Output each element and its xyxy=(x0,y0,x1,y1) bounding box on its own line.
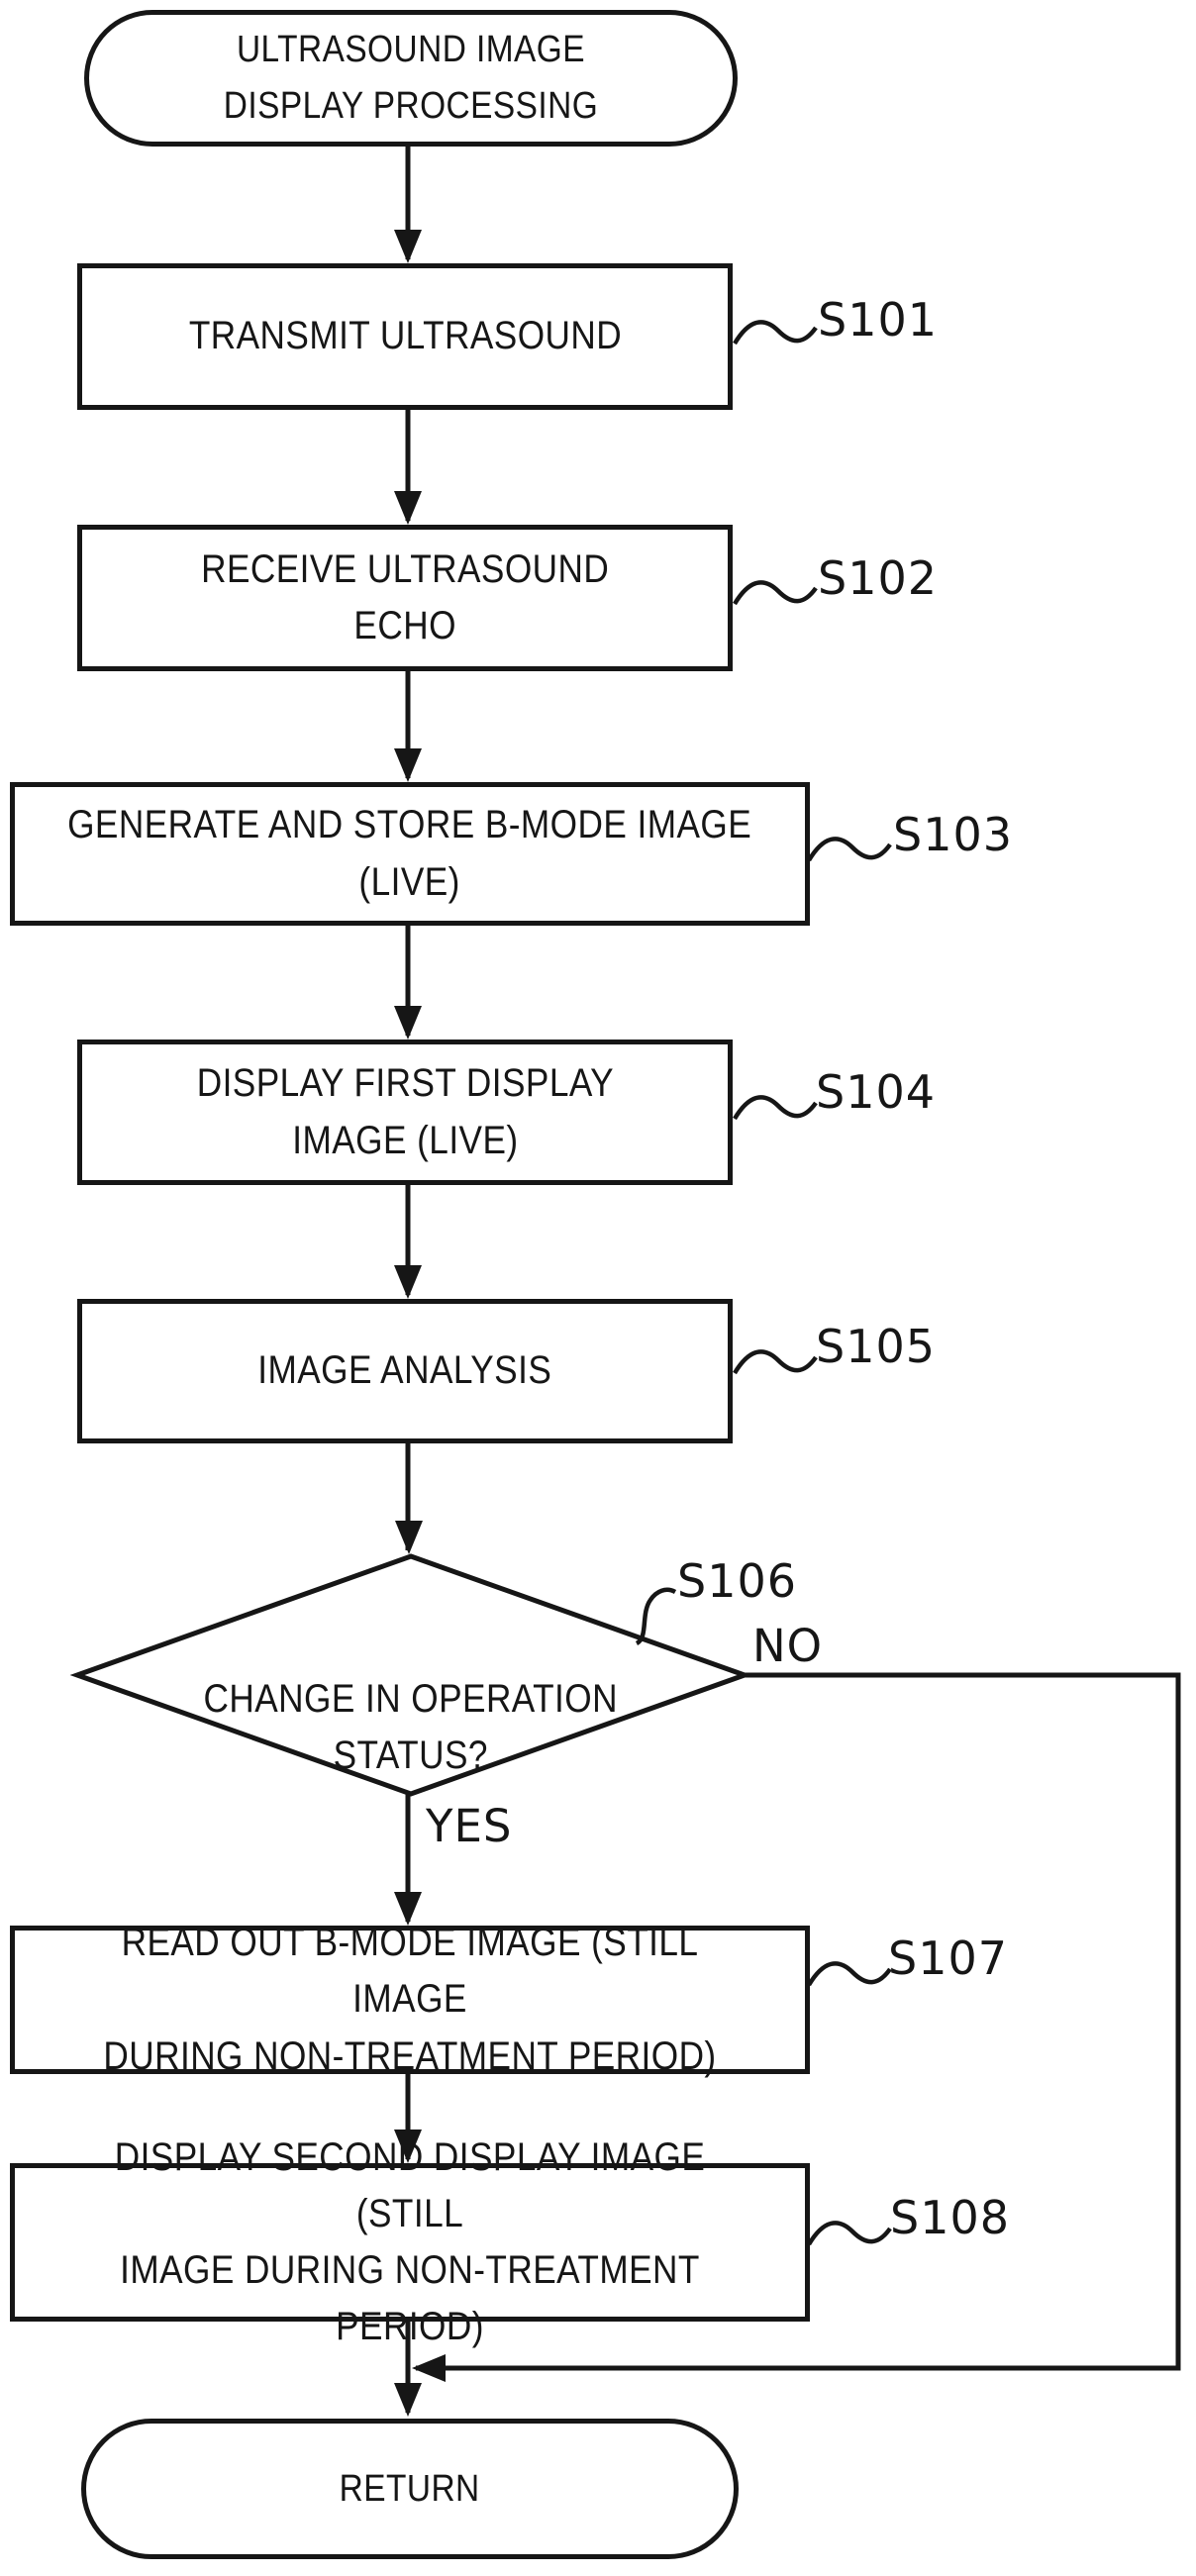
step-label-s103: S103 xyxy=(893,808,1013,861)
step-label-s105: S105 xyxy=(816,1320,936,1373)
arrowhead-s101 xyxy=(394,230,422,263)
process-s105: IMAGE ANALYSIS xyxy=(77,1299,733,1443)
arrowhead-no-merge xyxy=(412,2354,446,2382)
yes-branch-label: YES xyxy=(426,1800,513,1852)
no-branch-label: NO xyxy=(752,1620,824,1672)
decision-s106-label: CHANGE IN OPERATION STATUS? xyxy=(203,1677,619,1778)
no-branch-line xyxy=(416,1672,1181,2371)
arrowhead-s108 xyxy=(394,2130,422,2163)
start-terminal: ULTRASOUND IMAGE DISPLAY PROCESSING xyxy=(84,10,738,147)
arrowhead-s107 xyxy=(394,1892,422,1926)
process-s101-label: TRANSMIT ULTRASOUND xyxy=(188,314,622,358)
process-s103-label: GENERATE AND STORE B-MODE IMAGE (LIVE) xyxy=(67,803,752,904)
process-s107: READ OUT B-MODE IMAGE (STILL IMAGE DURIN… xyxy=(10,1921,810,2078)
process-s101: TRANSMIT ULTRASOUND xyxy=(77,263,733,410)
step-label-s108: S108 xyxy=(890,2191,1010,2244)
arrowhead-s106 xyxy=(395,1521,423,1554)
squiggle-s107 xyxy=(807,1961,892,1987)
process-s104: DISPLAY FIRST DISPLAY IMAGE (LIVE) xyxy=(77,1040,733,1185)
decision-s106-label-box: CHANGE IN OPERATION STATUS? xyxy=(114,1614,708,1784)
step-label-s102: S102 xyxy=(818,551,938,605)
arrowhead-s104 xyxy=(394,1006,422,1040)
process-s108: DISPLAY SECOND DISPLAY IMAGE (STILL IMAG… xyxy=(10,2135,810,2348)
squiggle-s105 xyxy=(733,1349,818,1375)
process-s102-label: RECEIVE ULTRASOUND ECHO xyxy=(200,546,610,647)
process-s104-label: DISPLAY FIRST DISPLAY IMAGE (LIVE) xyxy=(196,1061,614,1162)
step-label-s101: S101 xyxy=(818,293,938,347)
squiggle-s104 xyxy=(733,1095,818,1121)
squiggle-s103 xyxy=(807,837,892,862)
process-s108-label: DISPLAY SECOND DISPLAY IMAGE (STILL IMAG… xyxy=(114,2134,706,2349)
step-label-s104: S104 xyxy=(816,1065,936,1119)
end-terminal: RETURN xyxy=(81,2419,739,2559)
arrowhead-s102 xyxy=(394,491,422,525)
arrowhead-return xyxy=(394,2383,422,2417)
process-s103: GENERATE AND STORE B-MODE IMAGE (LIVE) xyxy=(10,782,810,926)
arrowhead-s105 xyxy=(394,1265,422,1299)
step-label-s107: S107 xyxy=(888,1932,1008,1985)
decision-s106-shape xyxy=(69,1553,752,1797)
step-label-s106: S106 xyxy=(677,1554,797,1608)
squiggle-s101 xyxy=(733,320,818,346)
squiggle-s102 xyxy=(733,580,818,606)
arrowhead-s103 xyxy=(394,748,422,782)
end-terminal-label: RETURN xyxy=(340,2467,480,2510)
squiggle-s106 xyxy=(635,1587,677,1646)
process-s105-label: IMAGE ANALYSIS xyxy=(257,1348,552,1393)
process-s102: RECEIVE ULTRASOUND ECHO xyxy=(77,525,733,671)
squiggle-s108 xyxy=(807,2221,892,2246)
process-s107-label: READ OUT B-MODE IMAGE (STILL IMAGE DURIN… xyxy=(103,1921,717,2078)
start-terminal-label: ULTRASOUND IMAGE DISPLAY PROCESSING xyxy=(223,29,599,127)
